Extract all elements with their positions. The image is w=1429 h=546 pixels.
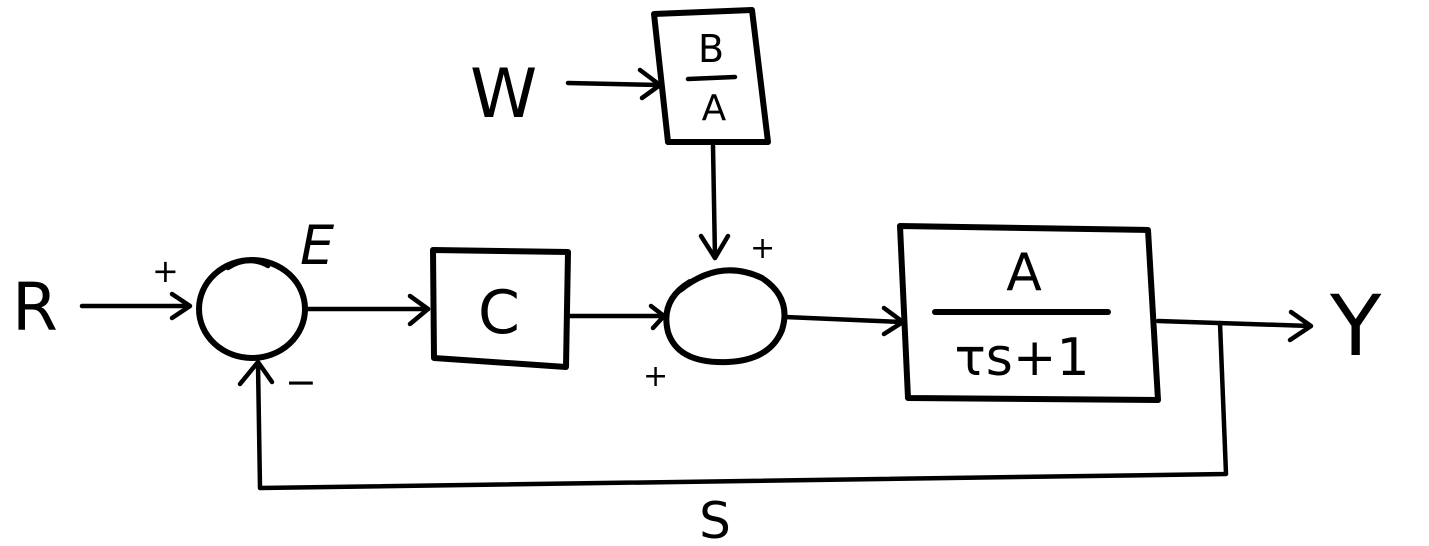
plant-numerator: A [1006, 243, 1042, 303]
output-arrow [1155, 309, 1314, 343]
reference-label: R [12, 269, 58, 346]
plant-denominator: τs+1 [954, 328, 1089, 388]
disturbance-to-sum2-arrow [698, 143, 731, 261]
controller-label: C [478, 278, 520, 348]
output-label: Y [1329, 277, 1382, 375]
disturbance-arrow [565, 67, 663, 101]
controller-block [430, 247, 571, 370]
error-label: E [300, 214, 335, 277]
error-to-controller-arrow [304, 293, 431, 327]
sum1-minus-sign: − [285, 360, 317, 404]
plant-block [897, 223, 1161, 403]
feedback-path [237, 320, 1229, 491]
sum2-plus-left-sign: + [643, 359, 668, 394]
disturbance-gain-denominator: A [702, 88, 727, 129]
disturbance-label: W [470, 55, 537, 134]
summing-junction-2 [663, 267, 788, 366]
disturbance-gain-numerator: B [698, 27, 724, 71]
sum2-plus-top-sign: + [750, 231, 775, 266]
summing-junction-1 [196, 257, 308, 361]
sum1-plus-sign: + [152, 252, 179, 290]
sum2-to-plant-arrow [782, 305, 906, 337]
reference-arrow [79, 291, 193, 321]
feedback-label: S [699, 492, 731, 546]
controller-to-sum2-arrow [565, 303, 667, 331]
disturbance-gain-block [651, 7, 771, 145]
